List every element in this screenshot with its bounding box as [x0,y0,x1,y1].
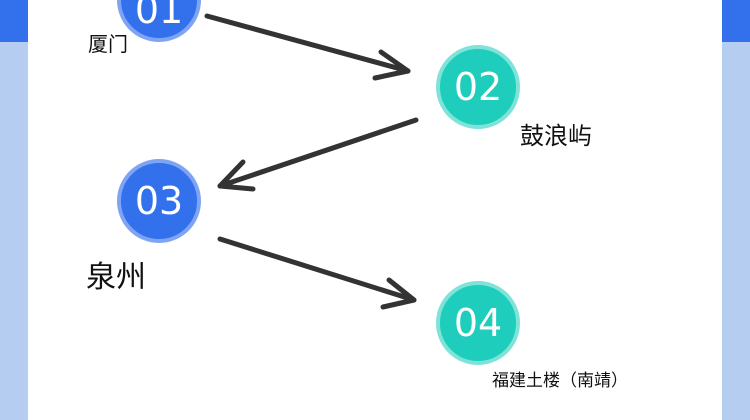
step-label-02: 鼓浪屿 [520,122,592,150]
step-node-04: 04 [436,281,520,365]
step-number-04: 04 [453,301,503,345]
step-label-03: 泉州 [86,260,146,295]
step-label-04: 福建土楼（南靖） [492,371,628,391]
arrow-03-to-04 [217,236,417,310]
arrow-01-to-02 [204,13,411,81]
step-label-01: 厦门 [88,32,128,56]
step-number-02: 02 [453,65,503,109]
step-number-03: 03 [134,179,184,223]
step-node-02: 02 [436,45,520,129]
step-node-03: 03 [117,159,201,243]
left-accent-band [0,0,28,42]
step-number-01: 01 [134,0,184,32]
arrow-02-to-03 [217,117,419,192]
right-accent-band [722,0,750,42]
